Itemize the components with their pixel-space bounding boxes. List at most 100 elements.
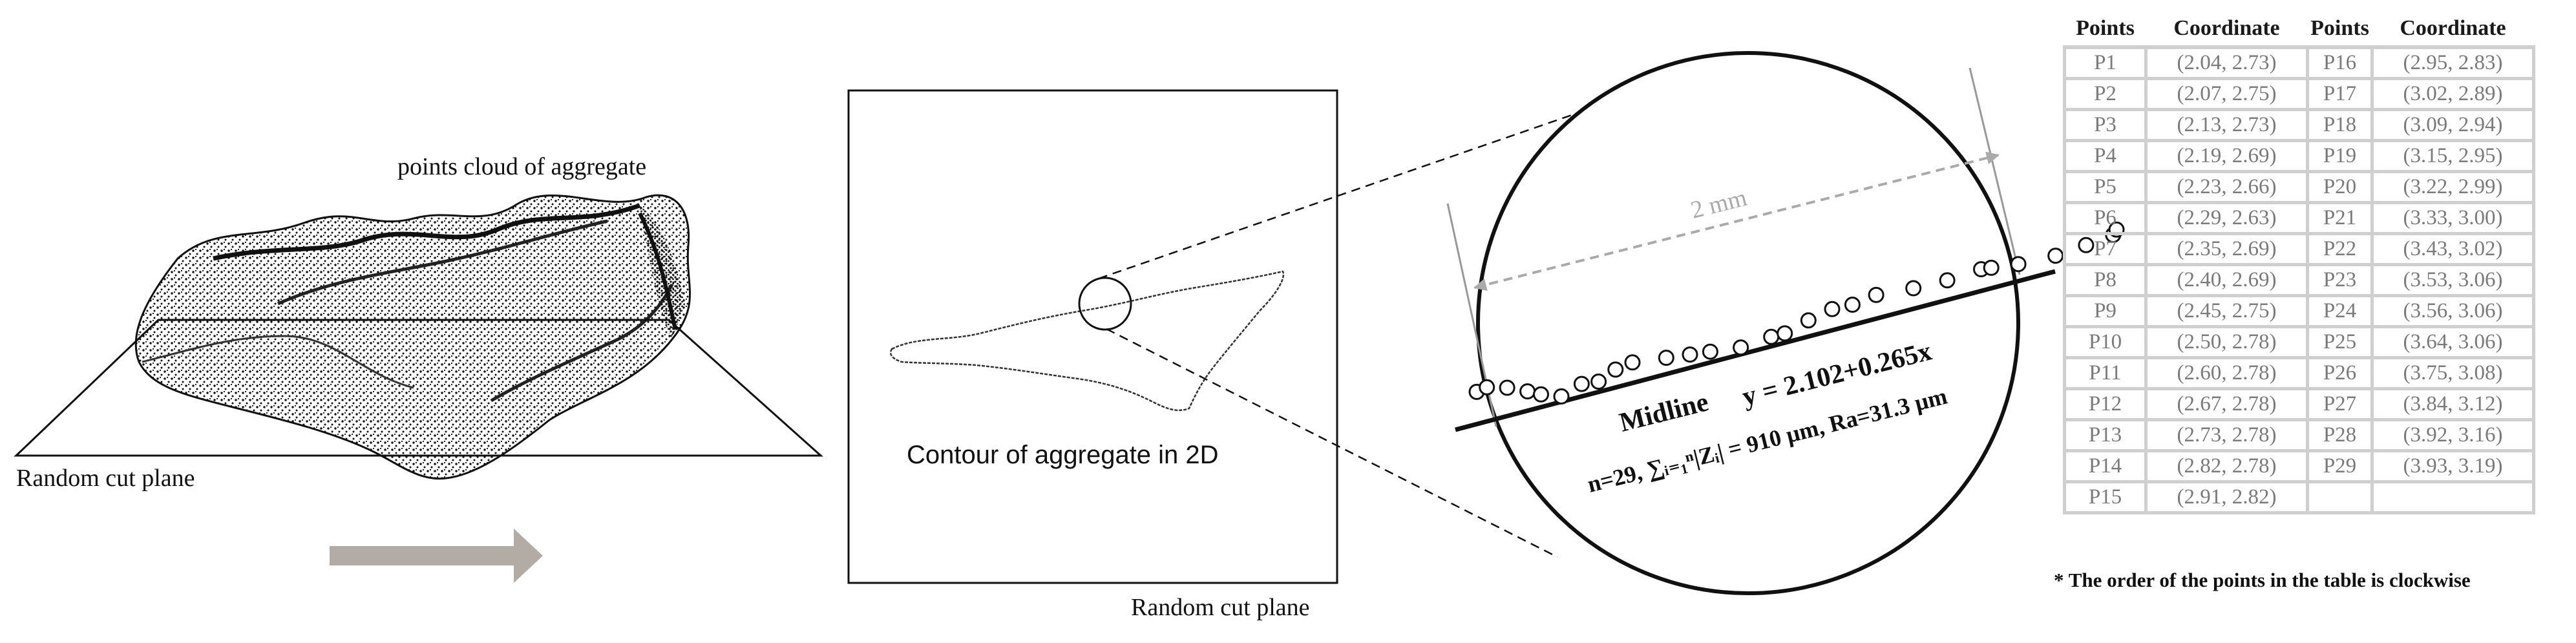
point-id-cell: P9 [2063,294,2148,328]
point-id-cell: P16 [2306,45,2374,80]
coordinate-cell: (2.04, 2.73) [2144,45,2309,80]
profile-point [1479,379,1495,395]
coordinate-cell: (2.29, 2.63) [2144,201,2309,235]
profile-point [1519,383,1536,400]
point-id-cell: P6 [2063,201,2148,235]
cut-plane-left [14,319,823,457]
table-row: P6(2.29, 2.63)P21(3.33, 3.00) [2063,201,2535,235]
point-id-cell [2306,480,2374,514]
point-cloud-aggregate [134,194,691,480]
midline [1455,269,2056,432]
profile-point [1868,286,1884,303]
table-row: P15(2.91, 2.82) [2063,480,2535,514]
profile-point [1607,361,1624,378]
profile-point [1590,374,1607,390]
aggregate-contour-2d [889,270,1285,412]
table-row: P1(2.04, 2.73)P16(2.95, 2.83) [2063,45,2535,80]
profile-point [1939,272,1956,289]
coordinate-cell: (2.45, 2.75) [2144,294,2309,328]
coordinate-cell: (2.67, 2.78) [2144,387,2309,421]
header-points-2: Points [2310,16,2369,40]
zoom-guide-lines [1098,101,1610,558]
coordinate-cell: (3.75, 3.08) [2370,356,2535,390]
point-id-cell: P24 [2306,294,2374,328]
coordinate-cell: (3.43, 3.02) [2370,232,2535,266]
point-id-cell: P12 [2063,387,2148,421]
table-row: P11(2.60, 2.78)P26(3.75, 3.08) [2063,356,2535,390]
table-row: P12(2.67, 2.78)P27(3.84, 3.12) [2063,387,2535,421]
zoom-source-circle [1078,277,1132,331]
coordinate-cell: (3.56, 3.06) [2370,294,2535,328]
profile-point [1733,339,1749,356]
coordinate-cell: (2.07, 2.75) [2144,77,2309,111]
coordinate-cell: (3.02, 2.89) [2370,77,2535,111]
profile-point [1658,350,1674,366]
coordinate-cell: (2.23, 2.66) [2144,170,2309,204]
header-coordinate-1: Coordinate [2173,16,2280,40]
right-arrow-icon [330,529,543,583]
table-row: P9(2.45, 2.75)P24(3.56, 3.06) [2063,294,2535,328]
point-id-cell: P18 [2306,108,2374,142]
coordinate-cell: (3.92, 3.16) [2370,418,2535,452]
table-header-row: Points Coordinate Points Coordinate [2065,12,2534,47]
profile-point [1763,328,1780,345]
point-id-cell: P21 [2306,201,2374,235]
coordinate-cell: (3.64, 3.06) [2370,325,2535,359]
point-id-cell: P14 [2063,449,2148,483]
random-cut-plane-label-left: Random cut plane [16,465,195,492]
point-id-cell: P19 [2306,139,2374,173]
coordinate-cell [2370,480,2535,514]
profile-point [1553,388,1570,405]
dimension-arrow [1473,151,2000,291]
profile-point [1844,297,1861,313]
point-id-cell: P17 [2306,77,2374,111]
coordinate-cell: (3.93, 3.19) [2370,449,2535,483]
point-id-cell: P10 [2063,325,2148,359]
point-id-cell: P22 [2306,232,2374,266]
coordinate-cell: (2.73, 2.78) [2144,418,2309,452]
point-id-cell: P28 [2306,418,2374,452]
point-id-cell: P7 [2063,232,2148,266]
zoom-detail-circle [1476,51,2020,595]
coordinate-cell: (2.95, 2.83) [2370,45,2535,80]
point-id-cell: P2 [2063,77,2148,111]
profile-point [1573,375,1590,392]
coordinate-cell: (2.19, 2.69) [2144,139,2309,173]
table-row: P10(2.50, 2.78)P25(3.64, 3.06) [2063,325,2535,359]
coordinate-cell: (2.60, 2.78) [2144,356,2309,390]
point-id-cell: P20 [2306,170,2374,204]
coordinate-cell: (3.84, 3.12) [2370,387,2535,421]
point-id-cell: P26 [2306,356,2374,390]
profile-point [1777,325,1793,342]
profile-point [1800,312,1817,329]
point-id-cell: P29 [2306,449,2374,483]
profile-point [2010,256,2027,273]
coordinate-cell: (3.15, 2.95) [2370,139,2535,173]
coordinate-cell: (2.13, 2.73) [2144,108,2309,142]
coordinate-cell: (3.53, 3.06) [2370,263,2535,297]
profile-point [1499,379,1515,396]
coordinate-cell: (2.40, 2.69) [2144,263,2309,297]
random-cut-plane-label-center: Random cut plane [1131,594,1309,621]
coordinate-cell: (2.35, 2.69) [2144,232,2309,266]
table-row: P13(2.73, 2.78)P28(3.92, 3.16) [2063,418,2535,452]
point-id-cell: P8 [2063,263,2148,297]
coordinate-table: Points Coordinate Points Coordinate P1(2… [2063,12,2535,514]
cut-plane-frame [847,89,1338,584]
table-row: P3(2.13, 2.73)P18(3.09, 2.94) [2063,108,2535,142]
table-row: P7(2.35, 2.69)P22(3.43, 3.02) [2063,232,2535,266]
coordinate-cell: (2.91, 2.82) [2144,480,2309,514]
point-id-cell: P3 [2063,108,2148,142]
header-coordinate-2: Coordinate [2400,16,2506,40]
header-points-1: Points [2076,16,2135,40]
point-id-cell: P13 [2063,418,2148,452]
points-cloud-label: points cloud of aggregate [397,153,646,180]
table-row: P8(2.40, 2.69)P23(3.53, 3.06) [2063,263,2535,297]
table-row: P2(2.07, 2.75)P17(3.02, 2.89) [2063,77,2535,111]
contour-label: Contour of aggregate in 2D [907,441,1219,469]
coordinate-cell: (3.22, 2.99) [2370,170,2535,204]
point-id-cell: P27 [2306,387,2374,421]
point-id-cell: P1 [2063,45,2148,80]
profile-point [1702,343,1718,360]
